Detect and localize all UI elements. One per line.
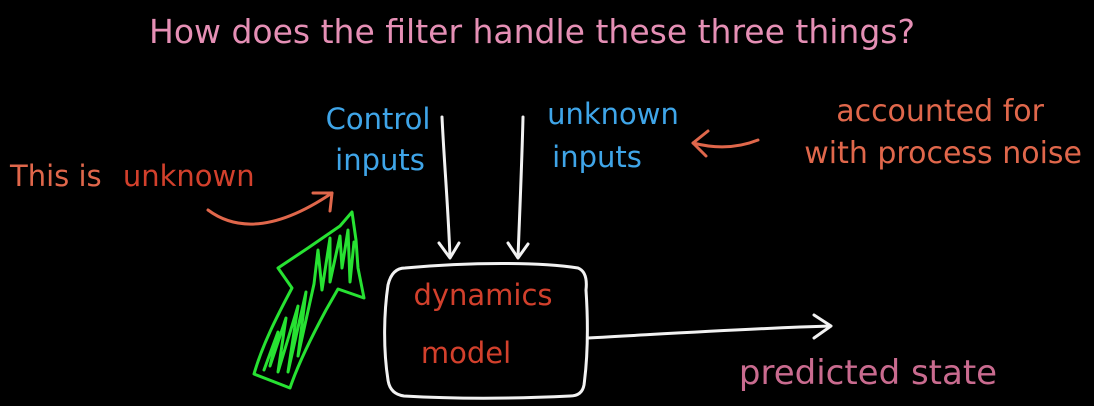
this-is-unknown-note: This is unknown: [9, 159, 255, 193]
unknown-inputs-label: unknown inputs: [547, 97, 679, 174]
question-title: How does the filter handle these three t…: [149, 12, 915, 51]
arrow-to-unknown-inputs: [691, 129, 760, 158]
unknown-text: unknown: [123, 159, 255, 193]
control-inputs-line1: Control: [326, 102, 431, 136]
process-noise-line2: with process noise: [804, 136, 1082, 171]
process-noise-line1: accounted for: [836, 94, 1044, 129]
control-input-arrow: [437, 115, 461, 260]
unknown-inputs-line1: unknown: [547, 97, 679, 131]
dynamics-model-box: [383, 262, 589, 400]
unknown-inputs-line2: inputs: [552, 140, 642, 174]
this-is-text: This is: [9, 159, 102, 193]
model-box-line1: dynamics: [413, 278, 552, 312]
curved-arrow-to-control-inputs: [206, 191, 334, 226]
output-arrow: [586, 313, 833, 340]
model-box-line2: model: [421, 336, 511, 370]
process-noise-note: accounted for with process noise: [804, 94, 1082, 171]
unknown-input-arrow: [506, 115, 530, 260]
predicted-state-label: predicted state: [739, 353, 997, 393]
control-inputs-label: Control inputs: [326, 102, 431, 177]
green-highlight-arrow: [252, 210, 366, 390]
control-inputs-line2: inputs: [335, 143, 425, 177]
